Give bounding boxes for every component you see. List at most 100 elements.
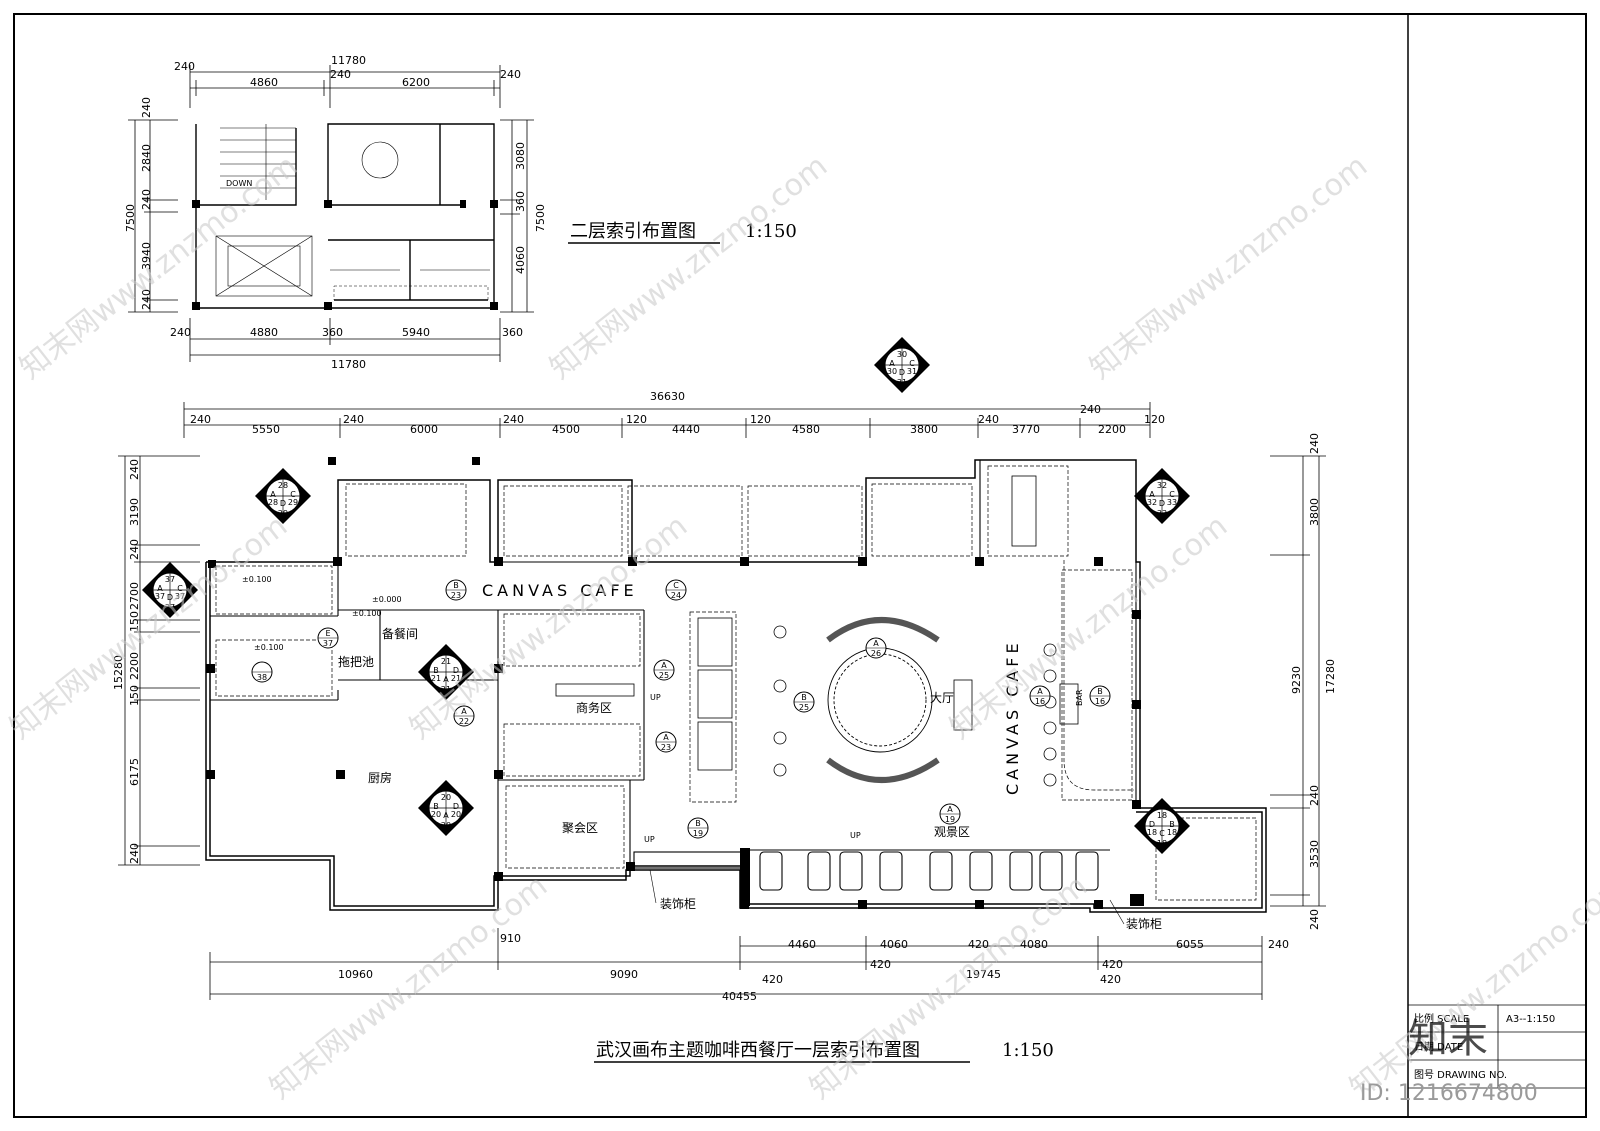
p2-dim-bottom-1: 4460 xyxy=(788,938,816,951)
index-marker-label: 18 xyxy=(1157,811,1167,820)
level-mark-4: ±0.100 xyxy=(254,643,284,652)
plan-second-floor: 240 11780 4860 240 6200 240 240 4880 360… xyxy=(124,54,797,371)
p2-dim-left-7: 15280 xyxy=(112,655,125,690)
p1-dim-right-3: 4060 xyxy=(514,246,527,274)
p2-dim-bottom-9: 19745 xyxy=(966,968,1001,981)
callout-marker: B16 xyxy=(1089,685,1111,707)
title-block: 比例 SCALE A3--1:150 日期 DATE 图号 DRAWING NO… xyxy=(1408,1004,1586,1089)
p2-dim-top-14: 240 xyxy=(1080,403,1101,416)
index-marker-label: A xyxy=(1159,799,1165,808)
p2-dim-bottom-5: 420 xyxy=(870,958,891,971)
index-marker-label: 37 xyxy=(165,575,175,584)
index-marker-label: B xyxy=(280,469,286,478)
plan-first-floor: 36630 240 5550 240 6000 240 4500 120 444… xyxy=(112,390,1337,1063)
p2-dim-left-8: 6175 xyxy=(128,758,141,786)
p2-dim-right-6: 240 xyxy=(1308,909,1321,930)
callout-number: 24 xyxy=(671,591,681,600)
room-business-area: 商务区 xyxy=(576,700,612,715)
index-marker-label: 33 xyxy=(1157,509,1167,518)
index-marker-label: C xyxy=(290,490,296,499)
p1-dim-bottom-2: 360 xyxy=(322,326,343,339)
index-marker-label: 33 xyxy=(1167,498,1177,507)
callout-number: 23 xyxy=(661,743,671,752)
callout-letter: A xyxy=(873,639,879,648)
p2-dim-bottom-8: 9090 xyxy=(610,968,638,981)
index-marker-label: 31 xyxy=(907,367,917,376)
index-marker-label: B xyxy=(1159,469,1165,478)
callout-marker: 38 xyxy=(251,661,273,683)
p2-dim-left-0: 240 xyxy=(128,459,141,480)
callout-marker: B19 xyxy=(687,817,709,839)
p2-dim-right-1: 3800 xyxy=(1308,498,1321,526)
p2-dim-top-0: 36630 xyxy=(650,390,685,403)
p2-dim-top-9: 120 xyxy=(750,413,771,426)
index-marker-label: 21 xyxy=(441,657,451,666)
p1-dim-bottom-0: 240 xyxy=(170,326,191,339)
callout-letter: C xyxy=(673,581,679,590)
callout-number: 19 xyxy=(693,829,703,838)
p2-dim-right-4: 240 xyxy=(1308,785,1321,806)
p1-dim-top-0: 240 xyxy=(174,60,195,73)
index-marker-label: C xyxy=(443,781,449,790)
p2-dim-bottom-7: 10960 xyxy=(338,968,373,981)
level-mark-1: ±0.100 xyxy=(242,575,272,584)
p2-dim-bottom-4: 4080 xyxy=(1020,938,1048,951)
p2-dim-top-16: 120 xyxy=(1144,413,1165,426)
p2-dim-top-8: 4440 xyxy=(672,423,700,436)
p1-dim-bottom-5: 11780 xyxy=(331,358,366,371)
p2-dim-top-7: 120 xyxy=(626,413,647,426)
callout-marker: A16 xyxy=(1029,685,1051,707)
index-marker-label: C xyxy=(177,584,183,593)
p2-dim-left-3: 2700 xyxy=(128,582,141,610)
index-marker-label: 30 xyxy=(887,367,897,376)
plan2-scale: 1:150 xyxy=(1002,1040,1054,1061)
p2-dim-right-3: 17280 xyxy=(1324,659,1337,694)
level-mark-2: ±0.000 xyxy=(372,595,402,604)
callout-letter: E xyxy=(325,629,330,638)
room-deco-cabinet-2: 装饰柜 xyxy=(1126,917,1162,931)
callout-letter: B xyxy=(453,581,459,590)
brand-canvas-cafe-vertical: CANVAS CAFE xyxy=(1003,639,1022,795)
p2-dim-top-3: 240 xyxy=(343,413,364,426)
index-marker-label: A xyxy=(443,811,449,820)
label-up-3: UP xyxy=(850,831,861,840)
index-marker-label: A xyxy=(157,584,163,593)
tb-scale-label: 比例 SCALE xyxy=(1414,1012,1469,1025)
callout-number: 19 xyxy=(945,815,955,824)
callout-marker: B25 xyxy=(793,691,815,713)
index-marker-label: 21 xyxy=(441,685,451,694)
p1-dim-top-2: 4860 xyxy=(250,76,278,89)
callout-marker: A25 xyxy=(653,659,675,681)
p2-dim-right-5: 3530 xyxy=(1308,840,1321,868)
p2-dim-top-4: 6000 xyxy=(410,423,438,436)
watermark-4: 知末网www.znzmo.com xyxy=(3,508,294,746)
index-marker-label: D xyxy=(1149,820,1155,829)
watermark-6: 知末网www.znzmo.com xyxy=(943,508,1234,746)
index-marker-label: A xyxy=(270,490,276,499)
watermark-3: 知末网www.znzmo.com xyxy=(1083,148,1374,386)
index-marker-label: A xyxy=(443,675,449,684)
p2-dim-left-1: 3190 xyxy=(128,498,141,526)
p2-dim-right-0: 240 xyxy=(1308,433,1321,454)
callout-letter: B xyxy=(1097,687,1103,696)
p2-dim-top-15: 2200 xyxy=(1098,423,1126,436)
p2-dim-left-2: 240 xyxy=(128,539,141,560)
index-marker-label: 32 xyxy=(1147,498,1157,507)
index-marker-label: 32 xyxy=(1157,481,1167,490)
room-pantry: 备餐间 xyxy=(382,626,418,641)
label-up-1: UP xyxy=(650,693,661,702)
p1-dim-bottom-3: 5940 xyxy=(402,326,430,339)
p2-dim-left-6: 150 xyxy=(128,685,141,706)
p2-dim-left-4: 150 xyxy=(128,611,141,632)
level-mark-3: ±0.100 xyxy=(352,609,382,618)
index-marker-label: 29 xyxy=(288,498,298,507)
index-marker-label: 20 xyxy=(441,821,451,830)
index-marker-label: D xyxy=(280,499,286,508)
index-marker-label: 18 xyxy=(1147,828,1157,837)
p2-dim-top-13: 3770 xyxy=(1012,423,1040,436)
